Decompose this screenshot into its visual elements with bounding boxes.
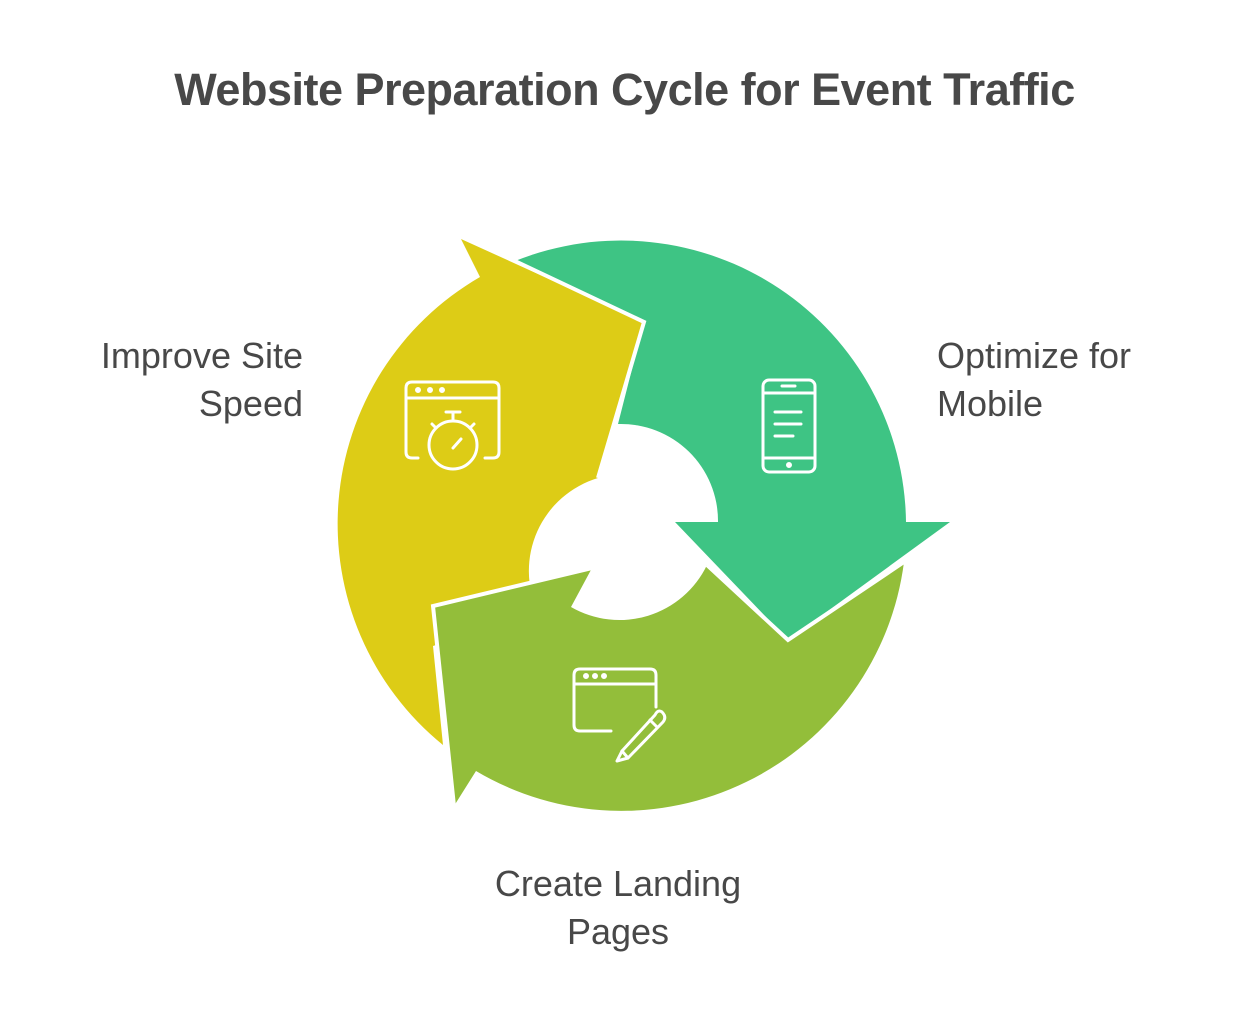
label-line: Mobile xyxy=(937,383,1044,424)
label-line: Optimize for xyxy=(937,335,1132,376)
divider-line xyxy=(430,566,593,807)
divider-line xyxy=(705,560,906,643)
segment-optimize-mobile xyxy=(515,240,950,640)
step-label-create-landing-pages: Create Landing Pages xyxy=(0,860,1236,956)
smartphone-icon xyxy=(761,378,817,474)
segment-create-landing-pages xyxy=(433,562,904,811)
step-label-improve-site-speed: Improve Site Speed xyxy=(101,332,303,428)
diagram-title: Website Preparation Cycle for Event Traf… xyxy=(174,64,1075,115)
browser-pencil-icon xyxy=(572,667,667,763)
segment-improve-site-speed xyxy=(337,239,644,745)
label-line: Speed xyxy=(198,383,303,424)
step-label-optimize-mobile: Optimize for Mobile xyxy=(937,332,1131,428)
divider-line xyxy=(514,259,647,479)
label-line: Improve Site xyxy=(100,335,303,376)
label-line: Create Landing xyxy=(494,863,742,904)
browser-stopwatch-icon xyxy=(404,380,501,471)
label-line: Pages xyxy=(566,911,670,952)
